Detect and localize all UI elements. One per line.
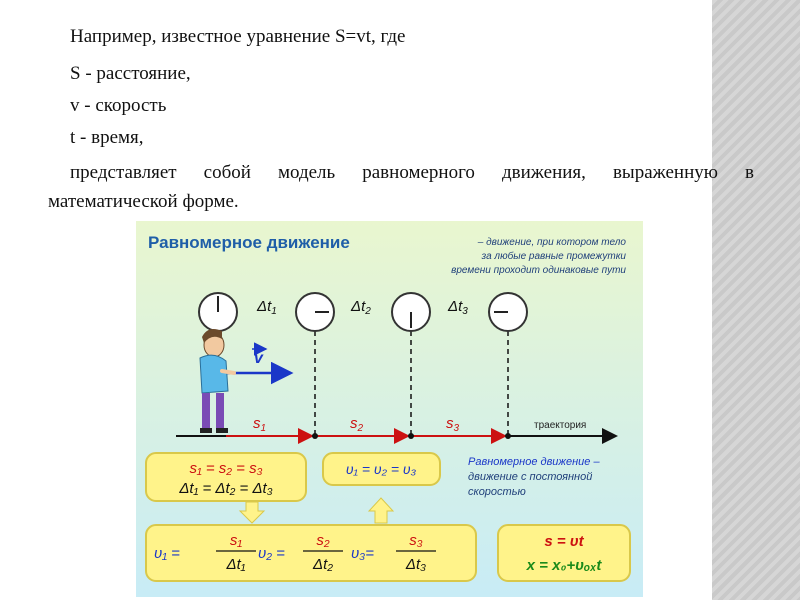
formula-num-2: s₂	[316, 532, 330, 549]
side-definition-line-3: скоростью	[468, 486, 526, 498]
interval-label-1: Δt1	[256, 298, 277, 317]
interval-label-3: Δt3	[447, 298, 468, 317]
definition-line-1: – движение, при котором тело	[477, 237, 627, 248]
uniform-motion-figure: Равномерное движение – движение, при кот…	[136, 221, 643, 597]
text-line-1: Например, известное уравнение S=vt, где	[70, 26, 406, 47]
formula-den-2: Δt₂	[312, 556, 333, 573]
law-vector-equation: s = υt	[544, 533, 584, 550]
down-arrow	[238, 501, 266, 524]
clock-icon	[488, 292, 528, 332]
velocity-label: v	[254, 350, 264, 367]
clock-icon	[391, 292, 431, 332]
distance-label-3: s3	[446, 415, 460, 434]
person-figure	[199, 329, 236, 433]
formula-label-2: υ₂ =	[258, 545, 285, 562]
equal-distances-box: s₁ = s₂ = s₃ Δt₁ = Δt₂ = Δt₃	[145, 452, 307, 502]
equal-intervals-text: Δt₁ = Δt₂ = Δt₃	[178, 480, 272, 497]
definition-line-2: за любые равные промежутки	[481, 250, 627, 262]
equal-distances-text: s₁ = s₂ = s₃	[189, 460, 262, 477]
equal-velocities-text: υ₁ = υ₂ = υ₃	[346, 461, 417, 477]
clock-icon	[295, 292, 335, 332]
motion-law-box: s = υt x = x₀+υₒₓt	[497, 524, 631, 582]
formula-den-3: Δt₃	[405, 556, 426, 573]
law-coordinate-equation: x = x₀+υₒₓt	[526, 557, 603, 574]
distance-label-1: s1	[253, 415, 266, 434]
formula-label-3: υ₃=	[351, 545, 374, 562]
distance-label-2: s2	[350, 415, 364, 434]
formula-num-3: s₃	[409, 532, 423, 549]
formula-label-1: υ₁ =	[154, 545, 180, 562]
text-line-2: S - расстояние,	[70, 63, 191, 84]
figure-title: Равномерное движение	[148, 233, 350, 252]
up-arrow	[367, 497, 395, 524]
text-line-3: v - скорость	[70, 95, 167, 116]
text-line-4: t - время,	[70, 127, 144, 148]
figure-svg: Равномерное движение – движение, при кот…	[136, 221, 643, 597]
formula-den-1: Δt₁	[226, 556, 246, 573]
definition-line-3: времени проходит одинаковые пути	[451, 265, 626, 276]
paragraph: представляет собой модель равномерного д…	[48, 162, 754, 212]
formula-num-1: s₁	[230, 532, 243, 549]
trajectory-label: траектория	[534, 420, 586, 431]
equal-velocities-box: υ₁ = υ₂ = υ₃	[322, 452, 441, 486]
side-definition-line-1: Равномерное движение –	[468, 456, 600, 468]
decorative-stripe	[712, 0, 800, 600]
interval-label-2: Δt2	[350, 298, 371, 317]
side-definition-line-2: движение с постоянной	[468, 471, 592, 483]
clock-icon	[198, 292, 238, 332]
velocity-formulas-box: υ₁ = s₁ Δt₁ υ₂ = s₂ Δt₂ υ₃= s₃ Δt₃	[145, 524, 477, 582]
